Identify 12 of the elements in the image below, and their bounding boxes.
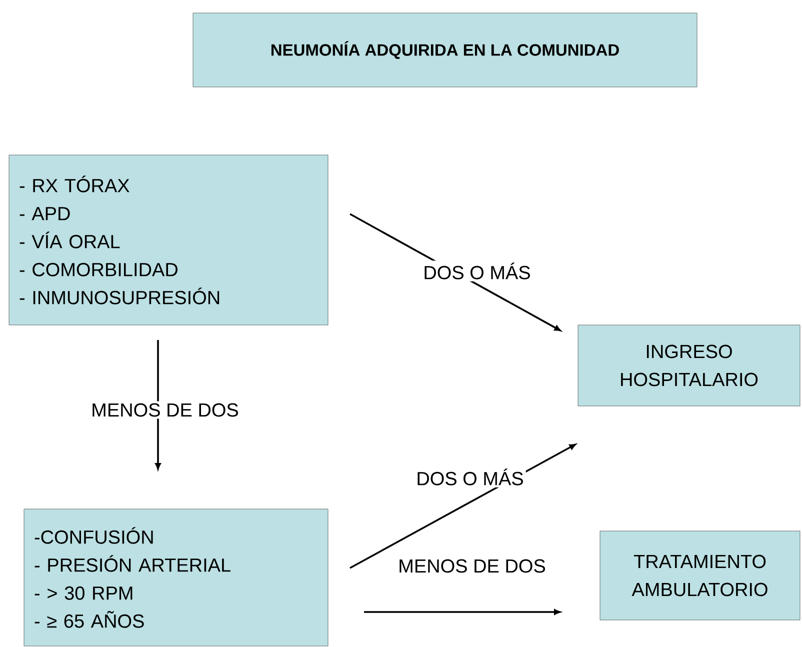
title-box: NEUMONÍA ADQUIRIDA EN LA COMUNIDAD [192, 12, 698, 88]
edge-label: MENOS DE DOS [396, 557, 548, 575]
process-box: TRATAMIENTO AMBULATORIO [600, 530, 800, 620]
arrow [350, 444, 576, 569]
process-box: INGRESO HOSPITALARIO [578, 324, 800, 406]
list-box: -CONFUSIÓN - PRESIÓN ARTERIAL - > 30 RPM - ≥ 65 AÑOS [24, 508, 328, 646]
arrow [155, 340, 161, 470]
arrow [364, 609, 560, 615]
list-box: - RX TÓRAX - APD - VÍA ORAL - COMORBILIDAD - INMUNOSUPRESIÓN [8, 154, 328, 326]
edge-label: DOS O MÁS [421, 260, 533, 282]
edge-label: DOS O MÁS [414, 466, 526, 488]
edge-label: MENOS DE DOS [89, 401, 241, 419]
